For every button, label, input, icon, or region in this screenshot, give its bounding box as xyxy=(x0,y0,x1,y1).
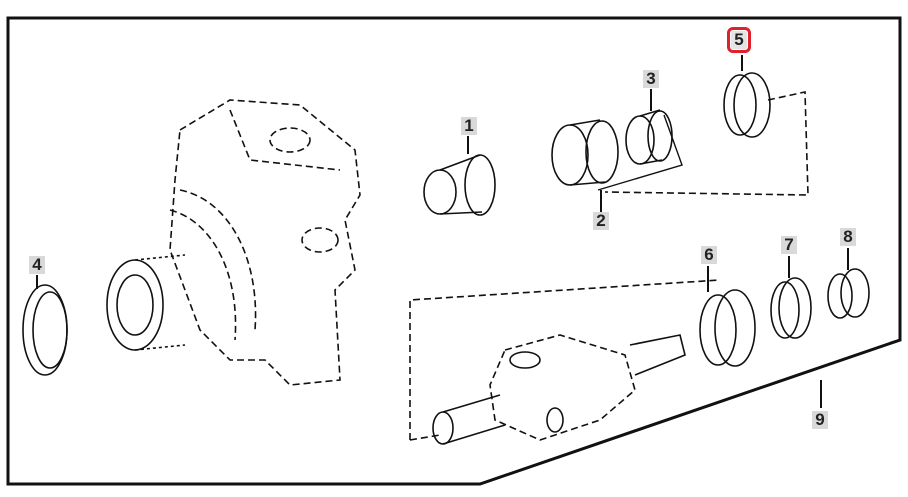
part-3-sleeve xyxy=(625,109,673,165)
part-5-seal xyxy=(604,72,809,196)
part-2-bearing xyxy=(551,114,683,191)
callout-5[interactable]: 5 xyxy=(727,27,751,53)
part-8-bushing xyxy=(827,268,870,319)
splined-shaft xyxy=(106,254,186,351)
steering-knuckle-housing xyxy=(169,99,361,386)
part-1-bushing xyxy=(423,154,496,216)
callout-6[interactable]: 6 xyxy=(701,246,717,264)
callout-3[interactable]: 3 xyxy=(643,70,659,88)
leader-line-3 xyxy=(650,89,652,111)
callout-2[interactable]: 2 xyxy=(593,212,609,230)
leader-line-1 xyxy=(467,136,469,154)
leader-line-4 xyxy=(36,275,38,289)
callout-4[interactable]: 4 xyxy=(29,256,45,274)
leader-line-9 xyxy=(820,380,822,408)
leader-line-2 xyxy=(600,190,602,212)
leader-line-7 xyxy=(788,256,790,278)
part-7-ring xyxy=(770,277,812,339)
callout-8[interactable]: 8 xyxy=(840,228,856,246)
leader-line-5 xyxy=(741,55,743,71)
leader-line-8 xyxy=(847,248,849,270)
part-4-seal-ring xyxy=(22,284,68,376)
part-9-axle-joint xyxy=(409,279,721,445)
leader-line-6 xyxy=(707,266,709,292)
callout-7[interactable]: 7 xyxy=(781,236,797,254)
diagram-frame xyxy=(6,16,902,486)
part-6-seal xyxy=(699,289,756,367)
callout-9[interactable]: 9 xyxy=(812,411,828,429)
callout-1[interactable]: 1 xyxy=(461,117,477,135)
